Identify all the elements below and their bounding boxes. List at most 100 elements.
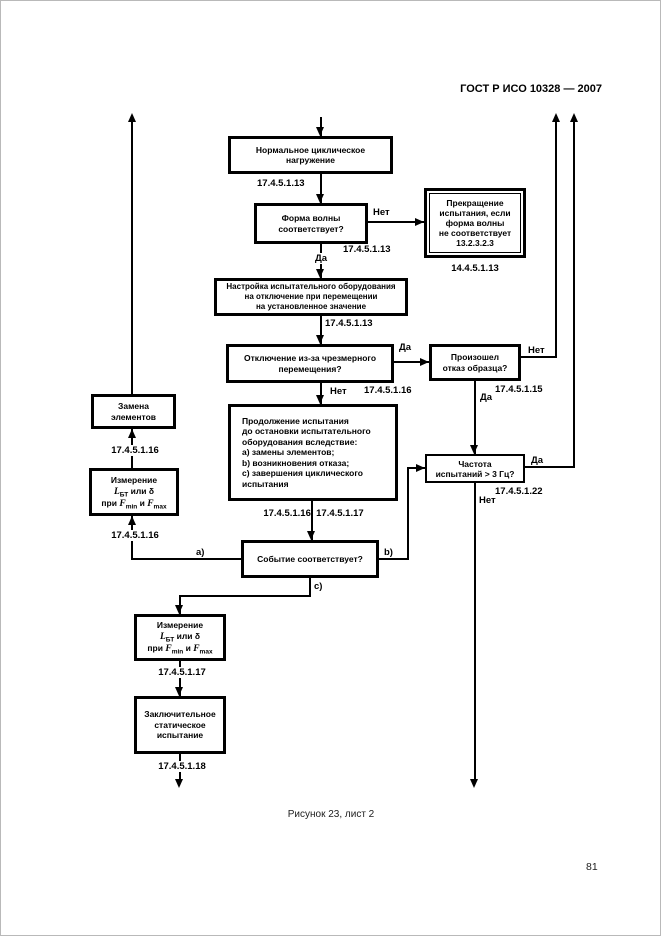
yes-label: Да xyxy=(313,253,330,264)
and-text: и xyxy=(137,497,148,508)
flow-connector xyxy=(525,466,575,468)
flow-connector xyxy=(474,381,476,454)
flow-node-measure-upper: Измерение LБТ или δ при Fmin и Fmax xyxy=(89,468,179,516)
flow-node-continue-test: Продолжение испытания до остановки испыт… xyxy=(228,404,398,501)
or-delta-text: или δ xyxy=(174,631,201,641)
measure-conditions: при Fmin и Fmax xyxy=(147,643,212,655)
measure-title: Измерение xyxy=(110,474,158,485)
arrow-down-icon xyxy=(316,194,324,203)
measure-symbols: LБТ или δ xyxy=(160,631,200,643)
flow-connector xyxy=(320,383,322,404)
ref-label: 17.4.5.1.18 xyxy=(146,761,218,772)
flow-connector xyxy=(521,356,557,358)
flow-connector xyxy=(179,661,181,696)
flow-node-event-corresponds: Событие соответствует? xyxy=(241,540,379,578)
arrow-down-icon xyxy=(307,531,315,540)
symbol-F: F xyxy=(119,498,126,509)
ref-label: 17.4.5.1.15 xyxy=(495,384,543,395)
yes-label: Да xyxy=(531,455,544,466)
arrow-down-icon xyxy=(175,605,183,614)
page-header: ГОСТ Р ИСО 10328 — 2007 xyxy=(460,83,602,95)
ref-label: 17.4.5.1.16 xyxy=(99,530,171,541)
arrow-right-icon xyxy=(420,358,429,366)
ref-label: 17.4.5.1.16 xyxy=(99,445,171,456)
flow-connector xyxy=(407,467,409,559)
flow-connector xyxy=(309,578,311,597)
arrow-up-icon xyxy=(128,113,136,122)
no-label: Нет xyxy=(373,207,390,218)
subscript-min: min xyxy=(125,503,138,511)
flow-connector xyxy=(573,120,575,467)
branch-b-label: b) xyxy=(384,547,393,558)
flow-connector xyxy=(311,501,313,540)
flow-connector xyxy=(320,174,322,203)
flow-node-shutoff-excessive-displacement: Отключение из-за чрезмерного перемещения… xyxy=(226,344,394,383)
page-number: 81 xyxy=(586,861,598,873)
subscript-bt: БТ xyxy=(119,491,129,499)
flow-connector xyxy=(320,316,322,344)
ref-label: 17.4.5.1.13 xyxy=(325,318,373,329)
branch-a-label: a) xyxy=(196,547,205,558)
no-label: Нет xyxy=(330,386,347,397)
stop-test-text: Прекращение испытания, если форма волны … xyxy=(429,193,521,253)
flow-connector xyxy=(368,221,424,223)
symbol-L: L xyxy=(113,486,120,497)
flow-connector xyxy=(379,558,409,560)
symbol-F: F xyxy=(147,498,154,509)
flow-connector xyxy=(320,117,322,136)
arrow-down-icon xyxy=(175,779,183,788)
flow-connector xyxy=(179,595,310,597)
arrow-down-icon xyxy=(470,445,478,454)
and-text: и xyxy=(183,643,194,653)
no-label: Нет xyxy=(479,495,496,506)
flow-node-equipment-setup: Настройка испытательного оборудования на… xyxy=(214,278,408,316)
subscript-min: min xyxy=(171,648,184,656)
subscript-max: max xyxy=(199,648,213,656)
yes-label: Да xyxy=(480,392,493,403)
flow-node-specimen-failure: Произошел отказ образца? xyxy=(429,344,521,381)
arrow-up-icon xyxy=(128,429,136,438)
arrow-right-icon xyxy=(416,464,425,472)
measure-conditions: при Fmin и Fmax xyxy=(101,498,166,510)
subscript-max: max xyxy=(153,503,167,511)
arrow-down-icon xyxy=(316,269,324,278)
flow-node-final-static-test: Заключительное статическое испытание xyxy=(134,696,226,754)
flow-connector xyxy=(131,120,133,394)
ref-label: 17.4.5.1.13 xyxy=(343,244,391,255)
flow-node-stop-test: Прекращение испытания, если форма волны … xyxy=(424,188,526,258)
ref-label: 14.4.5.1.13 xyxy=(451,263,499,274)
yes-label: Да xyxy=(399,342,412,353)
arrow-up-icon xyxy=(552,113,560,122)
branch-c-label: c) xyxy=(312,581,325,592)
no-label: Нет xyxy=(528,345,545,356)
measure-title: Измерение xyxy=(156,620,204,630)
arrow-down-icon xyxy=(470,779,478,788)
pri-text: при xyxy=(147,643,166,653)
arrow-up-icon xyxy=(570,113,578,122)
or-delta-text: или δ xyxy=(128,485,155,496)
flow-connector xyxy=(555,120,557,358)
flow-connector xyxy=(179,595,181,614)
pri-text: при xyxy=(101,497,120,508)
ref-label: 17.4.5.1.17 xyxy=(146,667,218,678)
ref-label: 17.4.5.1.16 xyxy=(364,385,412,396)
subscript-bt: БТ xyxy=(165,636,175,644)
symbol-F: F xyxy=(165,644,172,654)
flow-connector xyxy=(131,558,241,560)
arrow-up-icon xyxy=(128,516,136,525)
ref-label: 17.4.5.1.16, 17.4.5.1.17 xyxy=(263,508,364,519)
flow-node-measure-lower: Измерение LБТ или δ при Fmin и Fmax xyxy=(134,614,226,661)
arrow-down-icon xyxy=(175,687,183,696)
symbol-F: F xyxy=(193,644,200,654)
arrow-down-icon xyxy=(316,395,324,404)
flow-node-replace-elements: Замена элементов xyxy=(91,394,176,429)
flow-connector xyxy=(394,361,429,363)
arrow-down-icon xyxy=(316,335,324,344)
symbol-L: L xyxy=(159,632,166,642)
measure-symbols: LБТ или δ xyxy=(114,486,154,498)
flow-connector xyxy=(474,483,476,779)
arrow-down-icon xyxy=(316,127,324,136)
flow-node-test-frequency: Частота испытаний > 3 Гц? xyxy=(425,454,525,483)
ref-label: 17.4.5.1.13 xyxy=(257,178,305,189)
